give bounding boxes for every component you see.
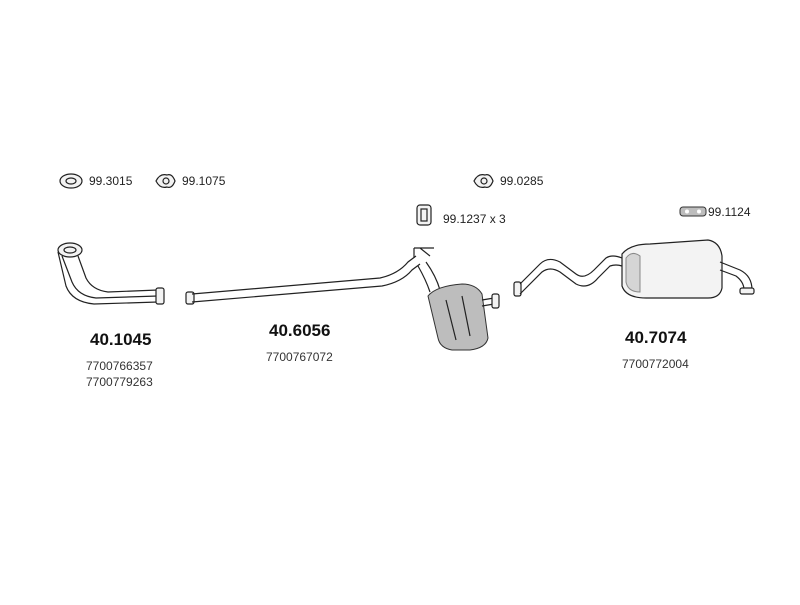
accessory-label-99-1124: 99.1124: [708, 205, 751, 219]
front-pipe-drawing: [57, 242, 165, 305]
mounting-ring-icon: [473, 174, 494, 188]
oem-list-40-7074: 7700772004: [622, 356, 689, 372]
oem-number: 7700779263: [86, 375, 153, 389]
centre-pipe-drawing: [185, 247, 500, 351]
oem-list-40-1045: 7700766357 7700779263: [86, 358, 153, 390]
flange-gasket-icon: [155, 174, 176, 188]
rubber-hanger-icon: [679, 206, 707, 217]
part-number-40-1045: 40.1045: [90, 330, 152, 349]
accessory-label-99-0285: 99.0285: [500, 174, 544, 188]
oem-number: 7700772004: [622, 357, 689, 371]
part-number-40-6056: 40.6056: [269, 321, 331, 340]
part-number-40-7074: 40.7074: [625, 328, 687, 347]
gasket-ring-icon: [59, 173, 83, 189]
rear-silencer-drawing: [513, 239, 755, 299]
oem-number: 7700766357: [86, 359, 153, 373]
clamp-icon: [416, 204, 432, 226]
accessory-label-99-1237: 99.1237 x 3: [443, 212, 506, 226]
accessory-label-99-3015: 99.3015: [89, 174, 133, 188]
accessory-label-99-1075: 99.1075: [182, 174, 226, 188]
oem-number: 7700767072: [266, 350, 333, 364]
oem-list-40-6056: 7700767072: [266, 349, 333, 365]
